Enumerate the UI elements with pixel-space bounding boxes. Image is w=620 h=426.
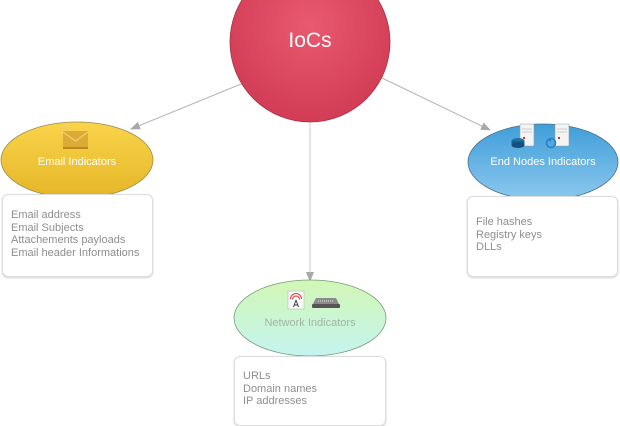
network-detail-item: Domain names [243,382,317,395]
network-detail-item: URLs [243,370,271,382]
email-detail-item: Email address [11,209,81,221]
endnodes-detail-item: DLLs [476,241,502,253]
network-details-box: URLs Domain names IP addresses [234,356,386,426]
mind-map-canvas: @ [0,0,619,357]
endnodes-detail-item: File hashes [476,216,533,228]
email-details-box: Email address Email Subjects Attachement… [2,194,153,277]
wireless-antenna-icon [287,290,305,310]
sync-server-icon [545,123,570,149]
network-detail-item: IP addresses [243,395,308,407]
network-node-label: Network Indicators [264,317,356,329]
email-detail-item: Email header Informations [11,246,140,259]
endnodes-node-label: End Nodes Indicators [490,156,596,168]
email-icon: @ [60,125,89,149]
database-server-icon [511,123,535,148]
email-node-label: Email Indicators [37,156,117,168]
endnodes-detail-item: Registry keys [476,228,543,241]
root-node-ioc[interactable] [229,0,391,123]
email-detail-item: Email Subjects [11,221,84,234]
edge-ioc-to-email [130,81,247,130]
edge-ioc-to-endnodes [381,77,491,131]
network-switch-icon [312,298,340,308]
email-detail-item: Attachements payloads [11,234,126,246]
endnodes-details-box: File hashes Registry keys DLLs [467,196,618,277]
root-node-label: IoCs [288,29,332,52]
